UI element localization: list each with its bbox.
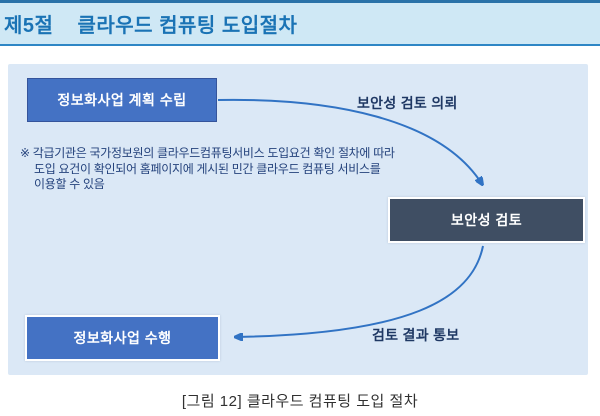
diagram-note: ※ 각급기관은 국가정보원의 클라우드컴퓨팅서비스 도입요건 확인 절차에 따라…	[20, 146, 460, 193]
flow-box-plan: 정보화사업 계획 수립	[27, 78, 217, 122]
flow-box-execute: 정보화사업 수행	[25, 315, 220, 361]
section-header: 제5절 클라우드 컴퓨팅 도입절차	[0, 0, 600, 46]
note-line-2: 도입 요건이 확인되어 홈페이지에 게시된 민간 클라우드 컴퓨팅 서비스를	[34, 161, 381, 176]
note-line-3: 이용할 수 있음	[34, 177, 105, 191]
flow-box-security-review-label: 보안성 검토	[450, 212, 523, 228]
arrow-label-result-notify: 검토 결과 통보	[372, 327, 460, 343]
arrow-label-review-request: 보안성 검토 의뢰	[357, 95, 458, 111]
flow-box-security-review: 보안성 검토	[388, 197, 585, 243]
diagram-panel: 정보화사업 계획 수립 ※ 각급기관은 국가정보원의 클라우드컴퓨팅서비스 도입…	[8, 64, 588, 375]
section-title: 클라우드 컴퓨팅 도입절차	[77, 15, 298, 37]
flow-box-execute-label: 정보화사업 수행	[73, 330, 172, 346]
flow-box-plan-label: 정보화사업 계획 수립	[57, 92, 187, 108]
figure-caption: [그림 12] 클라우드 컴퓨팅 도입 절차	[181, 393, 419, 410]
note-line-1: ※ 각급기관은 국가정보원의 클라우드컴퓨팅서비스 도입요건 확인 절차에 따라	[20, 146, 395, 160]
section-number: 제5절	[4, 15, 54, 37]
